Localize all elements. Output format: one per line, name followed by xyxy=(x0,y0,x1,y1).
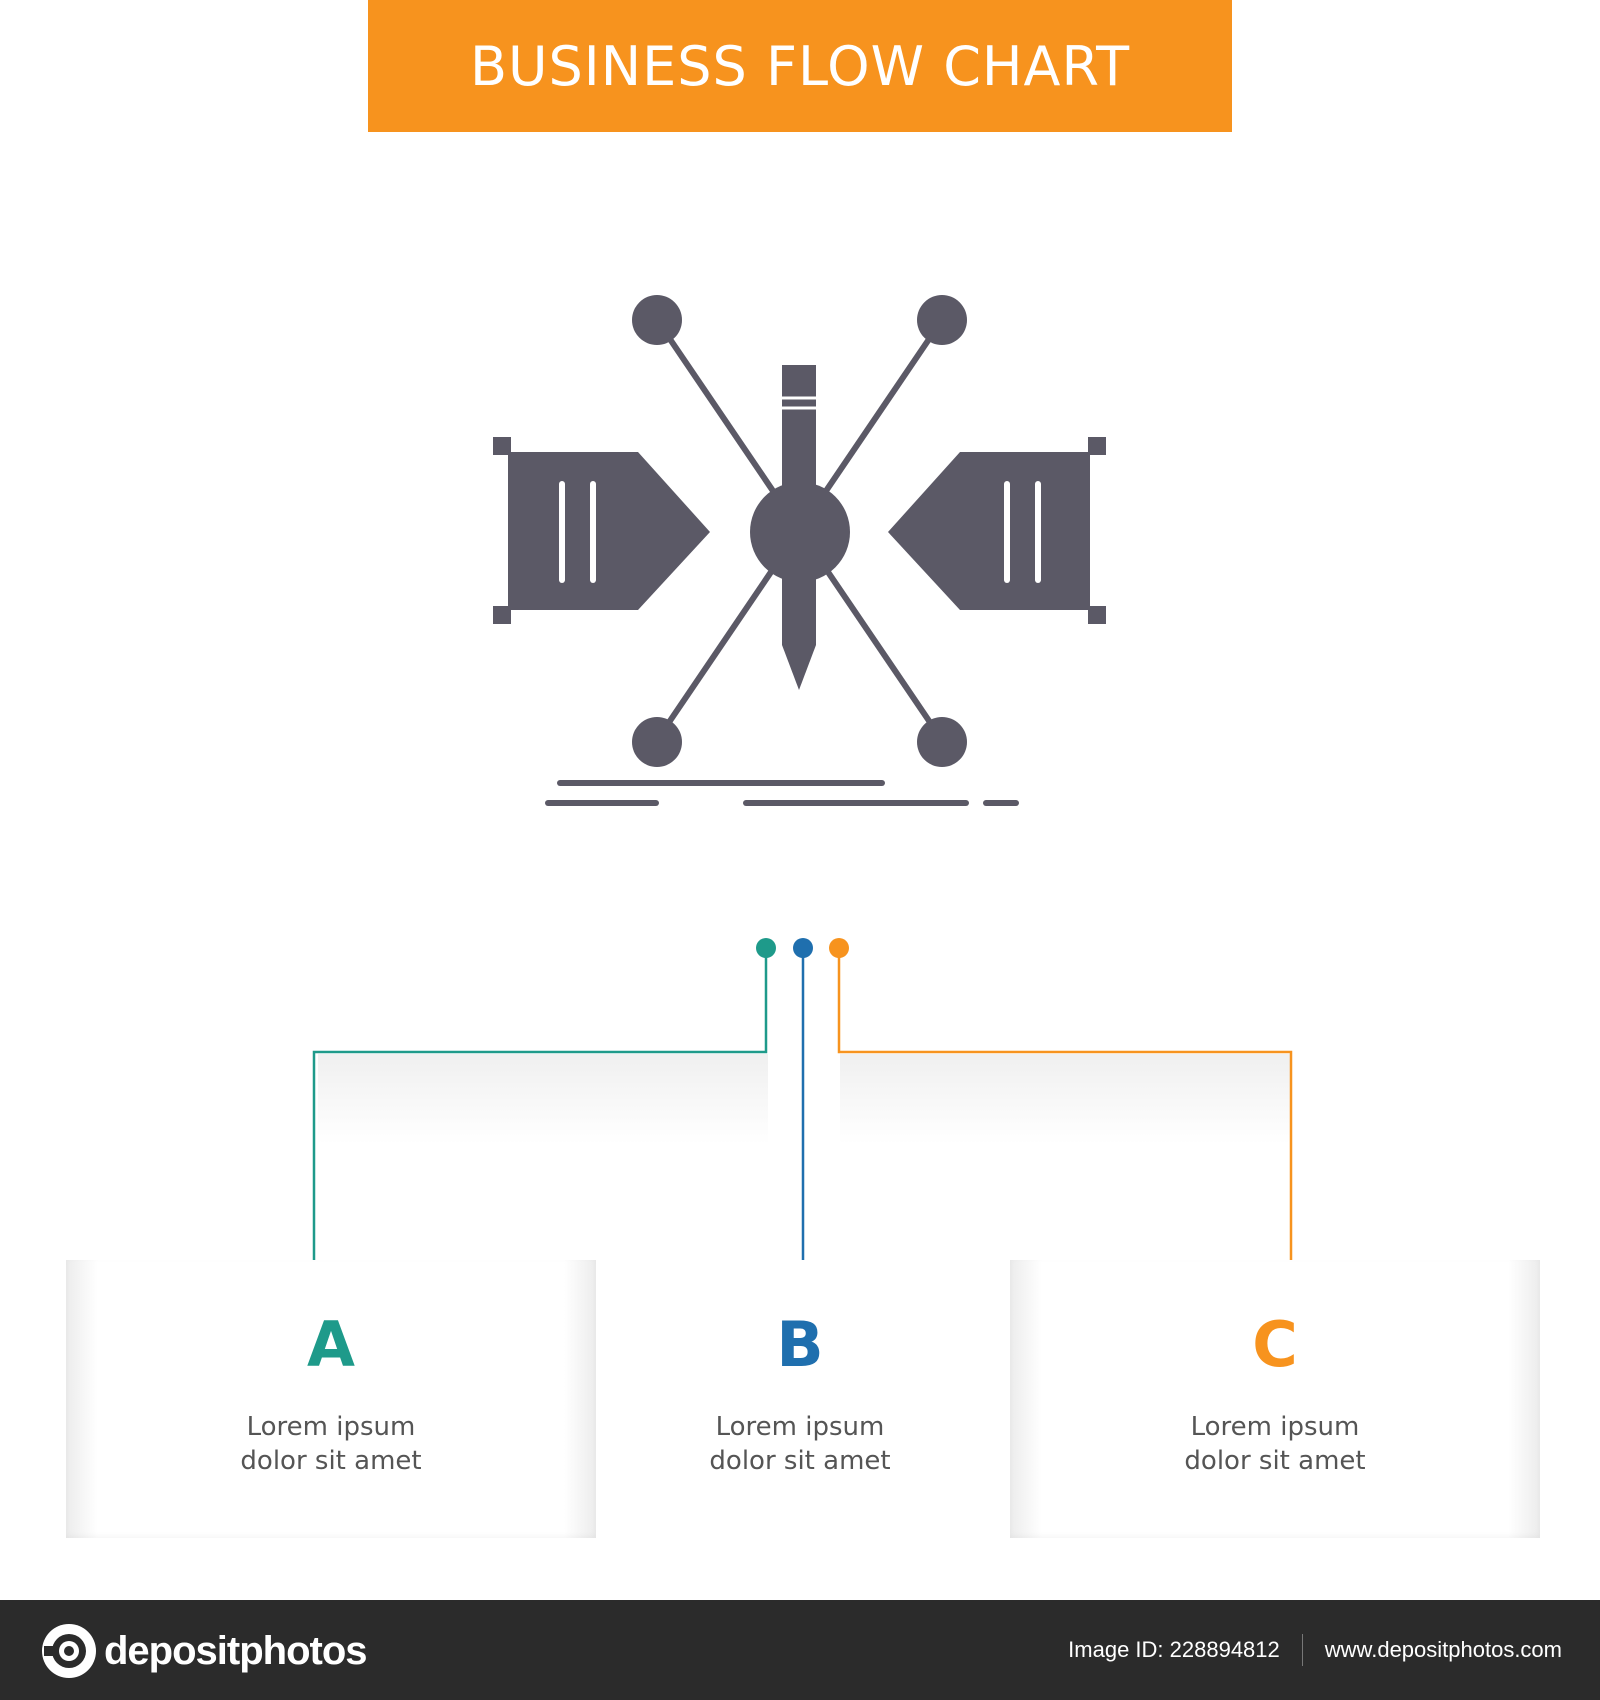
image-id: Image ID: 228894812 xyxy=(1068,1637,1280,1662)
dot-a xyxy=(756,938,776,958)
page-title: BUSINESS FLOW CHART xyxy=(469,34,1131,98)
footer-bar: depositphotos Image ID: 228894812 www.de… xyxy=(0,1600,1600,1700)
option-letter: C xyxy=(1252,1308,1298,1381)
option-card-c: C Lorem ipsum dolor sit amet xyxy=(1010,1260,1540,1538)
brand-name: depositphotos xyxy=(104,1628,368,1673)
divider xyxy=(1301,1634,1303,1666)
option-card-a: A Lorem ipsum dolor sit amet xyxy=(66,1260,596,1538)
option-letter: A xyxy=(307,1308,355,1381)
connector-lines xyxy=(312,938,1293,1276)
brand-logo[interactable]: depositphotos xyxy=(40,1622,368,1680)
dot-c xyxy=(829,938,849,958)
title-banner: BUSINESS FLOW CHART xyxy=(368,0,1232,132)
option-letter: B xyxy=(776,1308,824,1381)
option-card-b: B Lorem ipsum dolor sit amet xyxy=(535,1260,1065,1538)
option-description: Lorem ipsum dolor sit amet xyxy=(240,1412,422,1476)
footer-info: Image ID: 228894812 www.depositphotos.co… xyxy=(1068,1634,1562,1666)
dot-b xyxy=(793,938,813,958)
option-description: Lorem ipsum dolor sit amet xyxy=(1184,1412,1366,1476)
pencil-path-bezier-icon xyxy=(480,280,1120,820)
website-link[interactable]: www.depositphotos.com xyxy=(1324,1637,1562,1662)
option-description: Lorem ipsum dolor sit amet xyxy=(709,1412,891,1476)
camera-icon xyxy=(42,1624,96,1678)
